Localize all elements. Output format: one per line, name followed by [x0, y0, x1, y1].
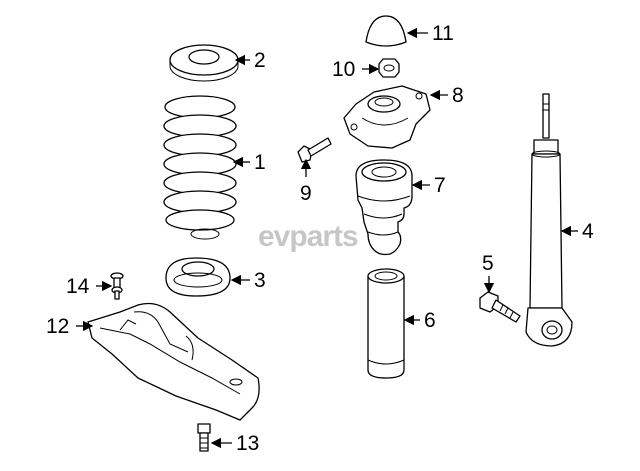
callout-11: 11 — [432, 22, 454, 45]
callout-labels: 1 2 3 4 5 6 7 8 9 10 11 12 13 14 — [46, 22, 594, 455]
callout-2: 2 — [254, 49, 266, 72]
callout-9: 9 — [300, 182, 312, 205]
part-12-spring-plate — [87, 302, 260, 421]
part-11-dust-cap — [365, 15, 407, 47]
part-4-shock-absorber — [525, 93, 573, 347]
callout-13: 13 — [236, 432, 259, 455]
leader-lines — [76, 27, 578, 449]
callout-6: 6 — [424, 309, 436, 332]
part-1-coil-spring — [163, 95, 237, 240]
part-3-lower-spring-seat — [165, 257, 231, 297]
callout-7: 7 — [434, 174, 446, 197]
callout-12: 12 — [46, 315, 69, 338]
part-2-upper-spring-seat — [169, 44, 239, 82]
part-8-strut-mount — [343, 85, 431, 149]
callout-1: 1 — [254, 151, 266, 174]
callout-5: 5 — [482, 252, 494, 275]
callout-8: 8 — [452, 84, 464, 107]
svg-text:evparts: evparts — [258, 220, 358, 253]
part-13-bolt — [197, 423, 211, 452]
part-7-bump-stop — [355, 159, 413, 256]
callout-4: 4 — [582, 220, 594, 243]
part-9-bolt — [297, 137, 332, 163]
evparts-watermark: evparts — [258, 220, 359, 253]
part-10-nut — [378, 58, 400, 78]
part-6-dust-boot — [367, 268, 405, 379]
callout-10: 10 — [332, 58, 355, 81]
callout-3: 3 — [254, 269, 266, 292]
part-5-bolt — [479, 291, 521, 323]
callout-14: 14 — [66, 275, 90, 298]
part-14-clip — [110, 272, 124, 300]
